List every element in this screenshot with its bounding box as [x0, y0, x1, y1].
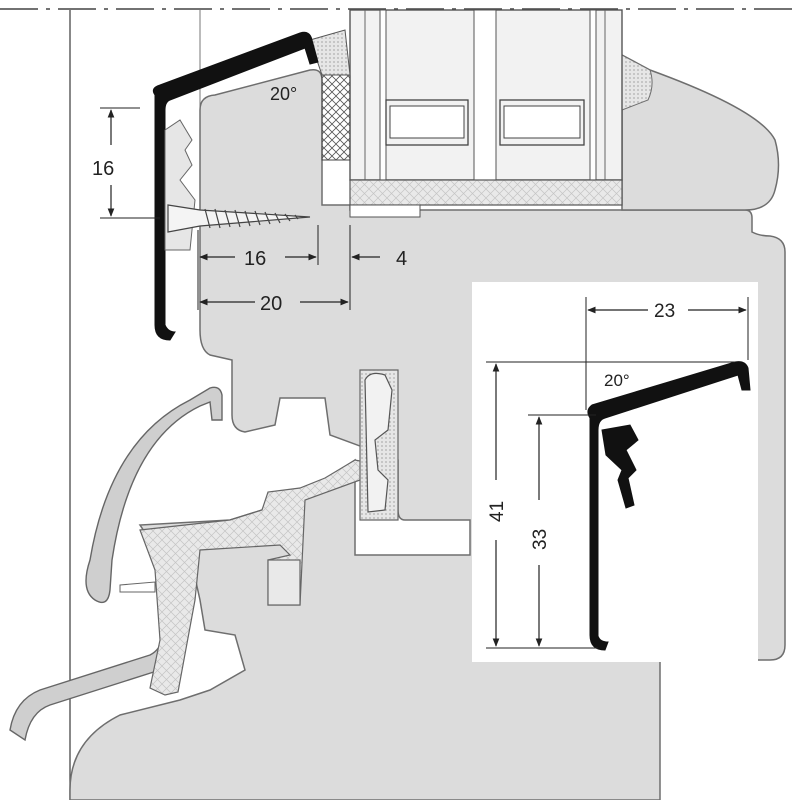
- inset-panel: [472, 282, 758, 662]
- label-gap: 4: [396, 248, 407, 270]
- label-total-depth: 20: [260, 293, 282, 315]
- label-height: 16: [92, 158, 114, 180]
- dimension-screw-depth: [197, 225, 380, 310]
- screw: [167, 204, 311, 233]
- bottom-gasket-slot: [267, 559, 301, 606]
- inset-profile: [587, 361, 751, 651]
- glazing-bead-top: [621, 54, 653, 111]
- seal-inner: [364, 372, 393, 513]
- cover-profile-black: [152, 31, 319, 341]
- label-screw-depth: 16: [244, 248, 266, 270]
- label-angle: 20°: [270, 84, 297, 104]
- sealant-block: [321, 74, 351, 161]
- bottom-drip-profile: [85, 386, 223, 604]
- inset-label-angle: 20°: [604, 371, 630, 390]
- inset-dimension-width: [585, 297, 749, 410]
- sealant-top: [309, 29, 351, 76]
- inset-dimension-inner-height: [528, 414, 596, 647]
- glass-unit: [349, 9, 623, 218]
- inset-dimension-total-height: [486, 363, 598, 649]
- inset-label-width: 23: [654, 301, 675, 322]
- inset-label-total-height: 41: [487, 501, 508, 522]
- drain-clip: [119, 581, 156, 593]
- inset-label-inner-height: 33: [530, 529, 551, 550]
- dimension-height: [100, 107, 160, 219]
- sash-top-right: [621, 53, 780, 211]
